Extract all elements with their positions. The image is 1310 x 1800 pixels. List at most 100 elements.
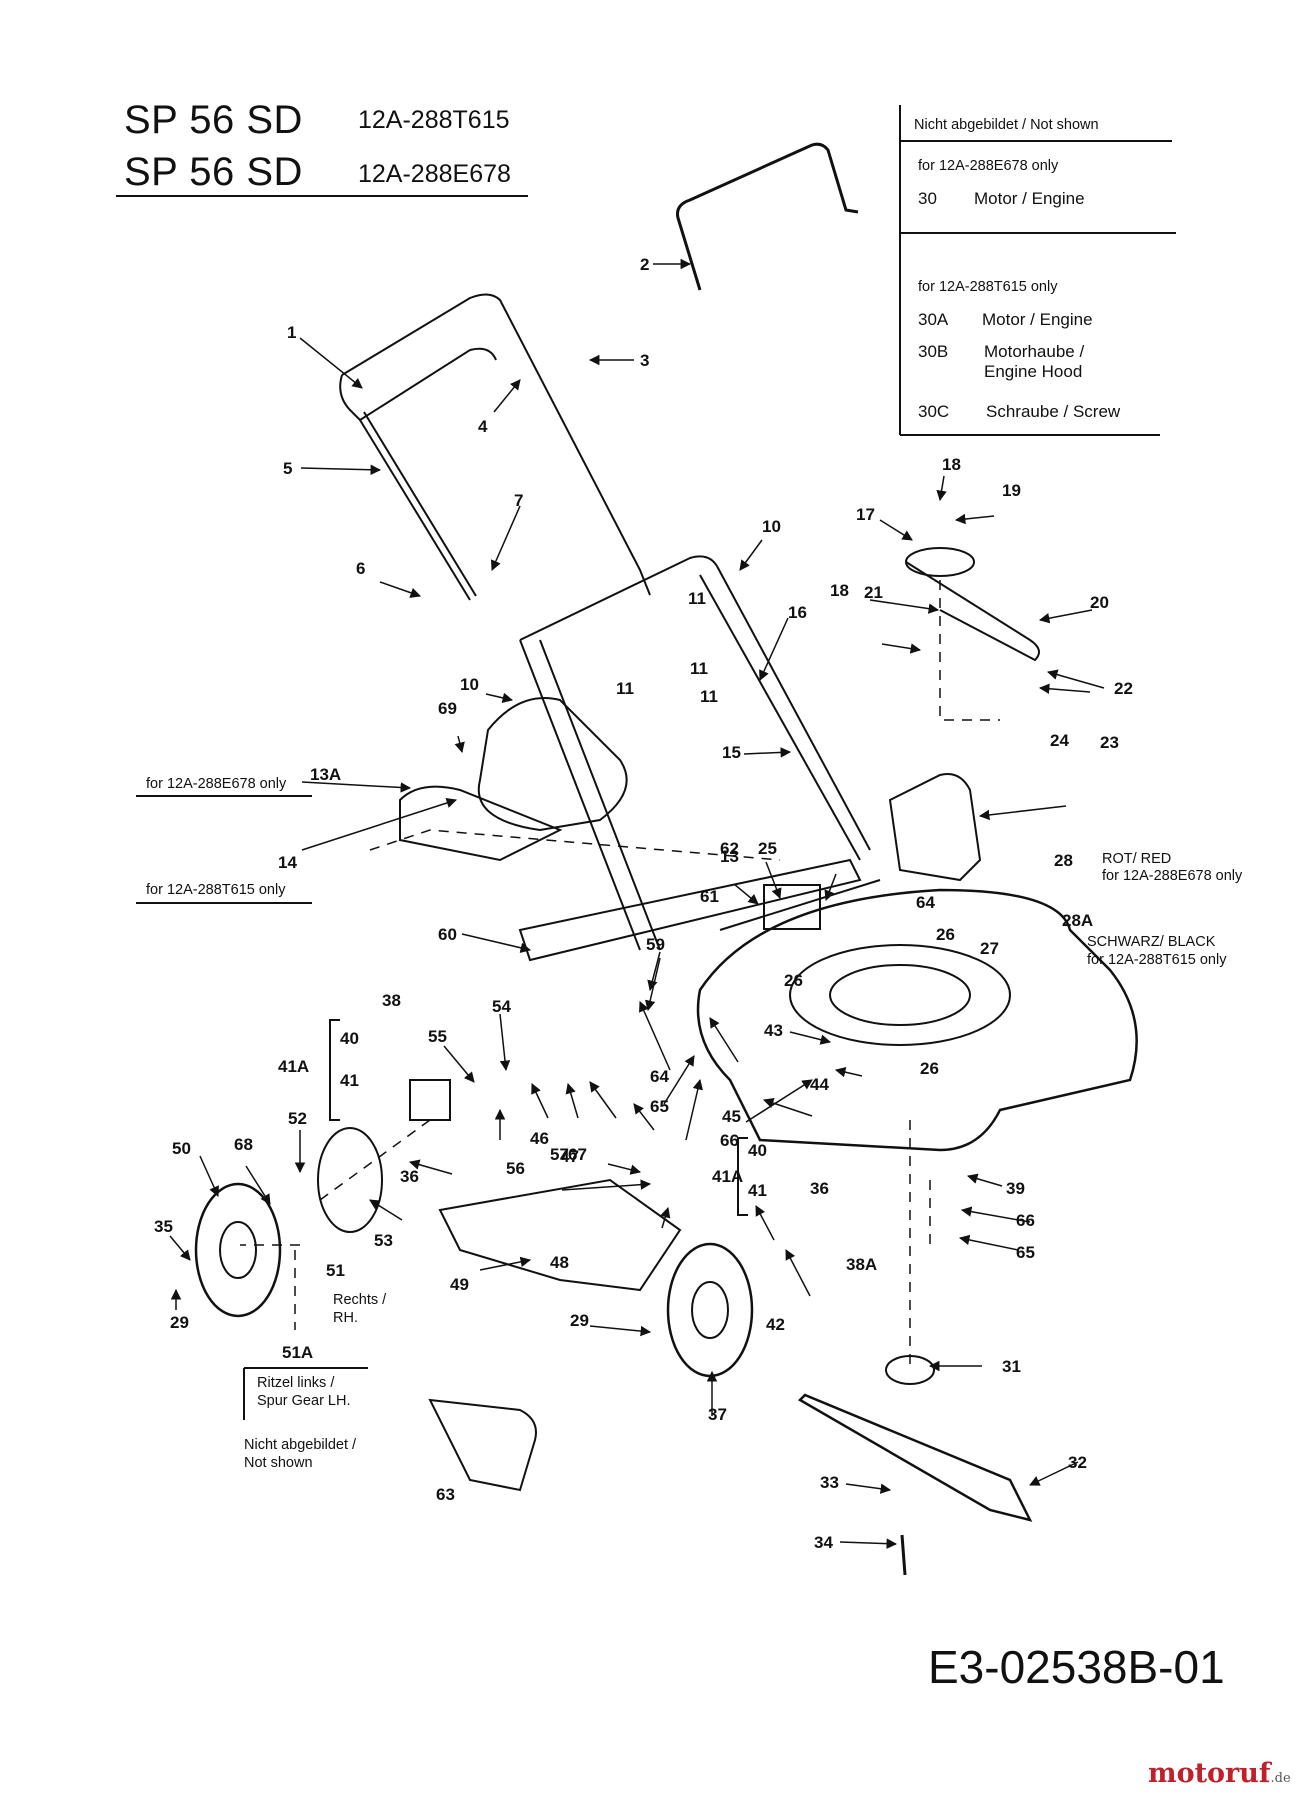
info-item-num: 30 [918,189,937,208]
callout-21: 21 [864,583,883,602]
deck-motor-mount-inner [829,964,971,1026]
assembly-line [369,829,781,861]
mower-deck [696,888,1138,1152]
leader-line [879,519,913,541]
leader-line [408,1159,453,1175]
wheel-bracket [409,1079,451,1121]
callout-65: 65 [650,1097,669,1116]
info-item-num: 30A [918,310,949,329]
callout-52: 52 [288,1109,307,1128]
leader-line [301,781,412,793]
note-t615-left: for 12A-288T615 only [146,882,286,898]
leader-line [739,539,763,571]
control-bar [676,142,859,291]
callout-5: 5 [283,459,292,478]
info-item-desc: Motorhaube / Engine Hood [984,342,1085,381]
callout-34: 34 [814,1533,833,1552]
callout-32: 32 [1068,1453,1087,1472]
leader-line [531,1083,549,1119]
mulch-plug [438,1178,682,1292]
callout-41: 41 [340,1071,359,1090]
leader-line [763,1098,813,1117]
callout-36: 36 [400,1167,419,1186]
rear-wheel-left-hub [219,1221,257,1279]
callout-33: 33 [820,1473,839,1492]
callout-22: 22 [1114,679,1133,698]
callout-65: 65 [1016,1243,1035,1262]
callout-1: 1 [287,323,296,342]
leader-line [881,643,922,654]
callout-13A: 13A [310,765,341,784]
callout-18: 18 [942,455,961,474]
leader-line [485,692,514,703]
leader-line [490,505,521,571]
callout-labels: 12345671010111111111313A1415161718181920… [154,255,1133,1552]
callout-46: 46 [530,1129,549,1148]
drive-belt [905,561,1040,662]
callout-47: 47 [560,1147,579,1166]
callout-11: 11 [616,679,634,698]
lower-handle [519,555,871,951]
callout-53: 53 [374,1231,393,1250]
leader-line [789,1031,832,1045]
leader-line [660,1206,671,1229]
watermark-main: motoruf [1148,1758,1271,1789]
deflector-13 [399,785,563,862]
callout-64: 64 [916,893,935,912]
leader-line [607,1163,642,1175]
note-e678-left: for 12A-288E678 only [146,776,287,792]
callout-4: 4 [478,417,488,436]
callout-2: 2 [640,255,649,274]
callout-51A: 51A [282,1343,313,1362]
note-spur-gear: Ritzel links / Spur Gear LH. [257,1375,351,1409]
model-name-2: SP 56 SD [124,150,303,194]
watermark-tld: .de [1270,1771,1291,1786]
leader-line [978,805,1067,821]
callout-24: 24 [1050,731,1069,750]
callout-31: 31 [1002,1357,1021,1376]
leader-line [663,1055,695,1105]
callout-55: 55 [428,1027,447,1046]
info-group2-condition: for 12A-288T615 only [918,279,1058,295]
front-wheel [666,1242,754,1378]
callout-26: 26 [936,925,955,944]
callout-56: 56 [506,1159,525,1178]
callout-26: 26 [784,971,803,990]
leader-line [709,1017,739,1063]
upper-handle [339,293,651,596]
leader-line [834,1067,863,1078]
callout-28: 28 [1054,851,1073,870]
callout-25: 25 [758,839,777,858]
callout-69: 69 [438,699,457,718]
leader-line [743,747,792,758]
leader-line [1038,609,1093,624]
assembly-line [240,1119,431,1246]
leader-line [759,617,789,681]
callout-66: 66 [720,1131,739,1150]
leader-line [954,513,995,525]
leader-line [936,475,947,502]
bracket-41a-left [329,1019,340,1121]
info-item-num: 30C [918,402,950,421]
note-red-cond: for 12A-288E678 only [1102,868,1243,884]
leader-line [845,1483,892,1494]
callout-10: 10 [762,517,781,536]
callout-6: 6 [356,559,365,578]
assembly-line [939,580,1000,721]
callout-38A: 38A [846,1255,877,1274]
leader-line [493,379,521,413]
leader-line [300,464,382,476]
callout-23: 23 [1100,733,1119,752]
callout-64: 64 [650,1067,669,1086]
callout-41A: 41A [278,1057,309,1076]
callout-37: 37 [708,1405,727,1424]
leader-line [733,883,759,905]
part-number-1: 12A-288T615 [358,106,510,134]
callout-44: 44 [810,1075,829,1094]
callout-11: 11 [690,659,708,678]
callout-42: 42 [766,1315,785,1334]
rear-wheel-left [194,1182,282,1318]
gearbox [763,884,821,930]
callout-39: 39 [1006,1179,1025,1198]
